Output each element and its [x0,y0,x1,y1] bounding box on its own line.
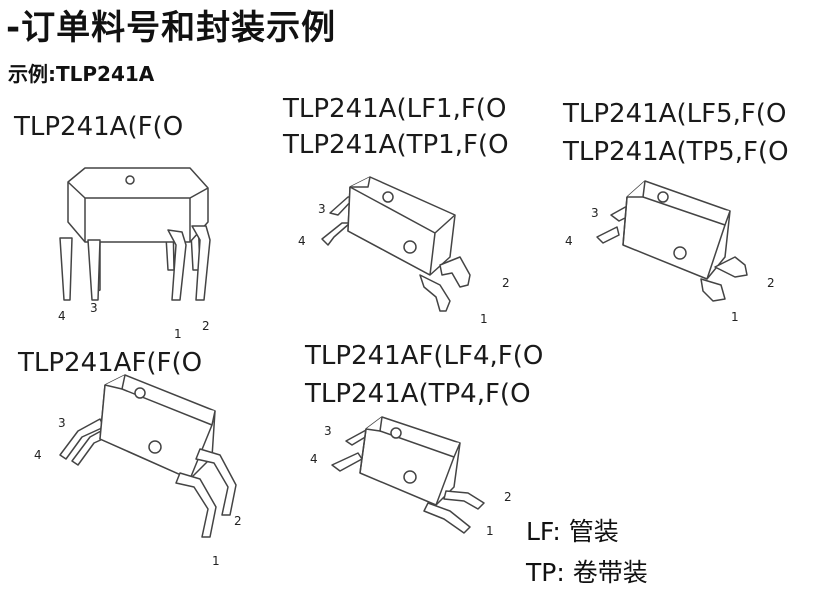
pin-label-2: 2 [202,319,210,333]
pin-label-3: 3 [318,202,326,216]
part-number-tp4: TLP241A(TP4,F(O [305,379,531,409]
package-dip-drawing: 4 3 1 2 [40,160,240,354]
pin-label-4: 4 [565,234,573,248]
pin-label-4: 4 [298,234,306,248]
part-number-dipf: TLP241AF(F(O [18,348,203,378]
package-dipf-drawing: 3 4 2 1 [30,374,260,579]
package-lf1-drawing: 3 4 2 1 [298,175,520,329]
pin-label-1: 1 [174,327,182,341]
legend-tp: TP: 卷带装 [526,558,648,587]
pin-label-1: 1 [212,554,220,568]
package-lf5-drawing: 3 4 2 1 [565,175,805,329]
pin-label-2: 2 [234,514,242,528]
pin-label-3: 3 [58,416,66,430]
pin-label-2: 2 [767,276,775,290]
pin-label-3: 3 [324,424,332,438]
pin-label-2: 2 [504,490,512,504]
example-subtitle: 示例:TLP241A [8,62,155,86]
pin-label-4: 4 [58,309,66,323]
pin-label-4: 4 [310,452,318,466]
part-number-lf5: TLP241A(LF5,F(O [563,99,787,129]
part-number-tp5: TLP241A(TP5,F(O [563,137,789,167]
page-title: -订单料号和封装示例 [6,8,337,48]
pin-label-1: 1 [480,312,488,326]
pin-label-1: 1 [486,524,494,538]
part-number-tp1: TLP241A(TP1,F(O [283,130,509,160]
pin-label-2: 2 [502,276,510,290]
part-number-lf4: TLP241AF(LF4,F(O [305,341,544,371]
part-number-lf1: TLP241A(LF1,F(O [283,94,507,124]
part-number-dip: TLP241A(F(O [14,112,184,142]
package-lf4-drawing: 3 4 2 1 [310,415,538,549]
pin-label-3: 3 [90,301,98,315]
pin-label-1: 1 [731,310,739,324]
legend-lf: LF: 管装 [526,517,619,546]
pin-label-3: 3 [591,206,599,220]
pin-label-4: 4 [34,448,42,462]
